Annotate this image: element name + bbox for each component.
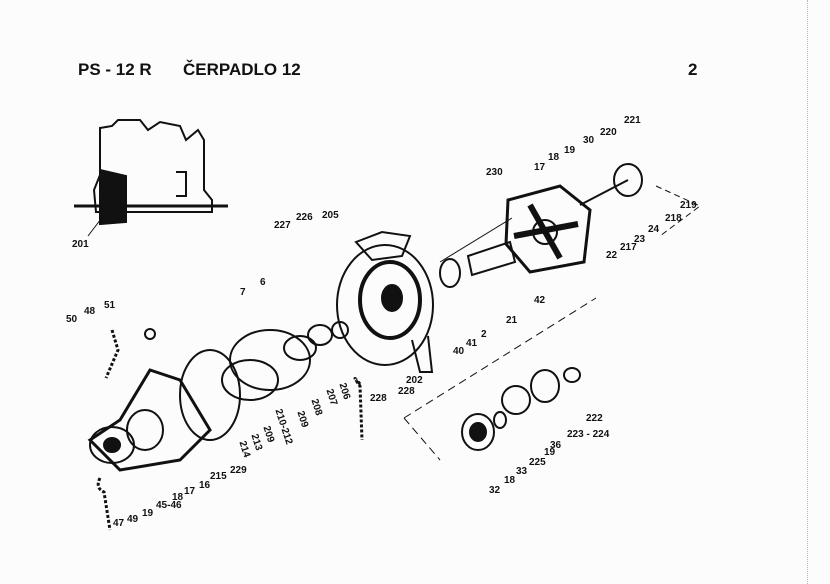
label-40: 40 — [453, 346, 465, 357]
label-217: 217 — [620, 242, 637, 253]
label-36: 36 — [550, 440, 562, 451]
cable-47 — [96, 477, 112, 531]
label-48: 48 — [84, 306, 96, 317]
label-201: 201 — [72, 239, 89, 250]
label-32: 32 — [489, 485, 501, 496]
label-2: 2 — [481, 329, 487, 340]
label-22: 22 — [606, 250, 618, 261]
pump-body — [87, 328, 212, 472]
label-18: 18 — [548, 152, 560, 163]
page-edge — [806, 0, 808, 584]
label-50: 50 — [66, 314, 78, 325]
label-219: 219 — [680, 200, 697, 211]
cable-48 — [104, 329, 120, 379]
label-23: 23 — [634, 234, 646, 245]
label-218: 218 — [665, 213, 682, 224]
label-222: 222 — [586, 413, 603, 424]
label-42: 42 — [534, 295, 546, 306]
bracket-219 — [655, 185, 701, 237]
model-code: PS - 12 R — [78, 60, 152, 79]
label-49: 49 — [127, 514, 139, 525]
label-220: 220 — [600, 127, 617, 138]
assembly-dashed-line — [403, 297, 597, 461]
label-7: 7 — [240, 287, 246, 298]
label-19-c: 19 — [544, 447, 556, 458]
label-228-a: 228 — [398, 386, 415, 397]
label-33: 33 — [516, 466, 528, 477]
label-19-b: 19 — [142, 508, 154, 519]
flange-group — [461, 367, 581, 451]
label-202: 202 — [406, 375, 423, 386]
label-223-224: 223 - 224 — [567, 429, 610, 440]
label-226: 226 — [296, 212, 313, 223]
engine-outline — [74, 119, 228, 226]
label-41: 41 — [466, 338, 478, 349]
page-title: ČERPADLO 12 — [183, 60, 301, 79]
leader-201 — [87, 214, 105, 237]
label-221: 221 — [624, 115, 641, 126]
label-24: 24 — [648, 224, 660, 235]
page-number: 2 — [688, 60, 698, 79]
label-47: 47 — [113, 518, 125, 529]
label-16: 16 — [199, 480, 211, 491]
drive-housing — [439, 163, 643, 288]
label-30: 30 — [583, 135, 595, 146]
label-215: 215 — [210, 471, 227, 482]
impeller-stack — [179, 321, 349, 441]
pump-housing — [336, 230, 434, 373]
label-18-c: 18 — [504, 475, 516, 486]
label-51: 51 — [104, 300, 116, 311]
label-17-b: 17 — [184, 486, 196, 497]
label-228-b: 228 — [370, 393, 387, 404]
label-19: 19 — [564, 145, 576, 156]
label-45-46: 45-46 — [156, 500, 182, 511]
label-6: 6 — [260, 277, 266, 288]
label-21: 21 — [506, 315, 518, 326]
label-229: 229 — [230, 465, 247, 476]
label-225: 225 — [529, 457, 546, 468]
cable-228 — [353, 377, 364, 441]
label-17: 17 — [534, 162, 546, 173]
label-205: 205 — [322, 210, 339, 221]
label-230: 230 — [486, 167, 503, 178]
label-227: 227 — [274, 220, 291, 231]
label-18-b: 18 — [172, 492, 184, 503]
